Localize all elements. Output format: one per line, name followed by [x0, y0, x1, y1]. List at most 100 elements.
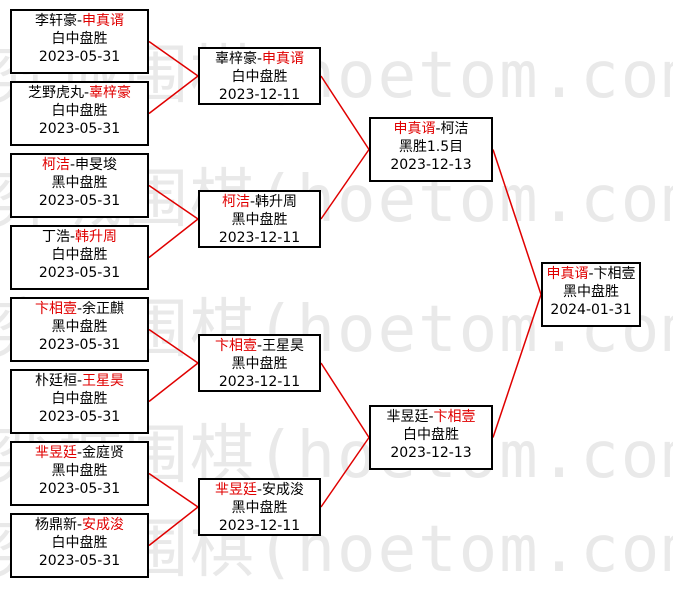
match-date: 2023-12-11: [218, 230, 301, 246]
match-date: 2024-01-31: [550, 302, 632, 318]
player-1: 芈昱廷: [34, 445, 77, 461]
match-result: 白中盘胜: [403, 427, 459, 443]
match-players: 杨鼎新-安成浚: [12, 516, 147, 534]
player-2: 王星昊: [82, 373, 125, 389]
player-2: 金庭贤: [82, 445, 125, 461]
player-separator: -: [428, 409, 434, 425]
match-date: 2023-12-13: [390, 445, 472, 461]
connector-line: [148, 40, 199, 77]
player-separator: -: [435, 121, 441, 137]
player-2: 申真谞: [262, 51, 305, 67]
match-players: 芈昱廷-金庭贤: [12, 444, 147, 462]
match-date: 2023-05-31: [38, 121, 121, 137]
match-r1-4: 丁浩-韩升周白中盘胜 2023-05-31: [10, 225, 149, 290]
match-result: 白中盘胜: [51, 31, 108, 47]
match-date: 2023-05-31: [38, 553, 121, 569]
player-separator: -: [76, 13, 83, 29]
connector-line: [320, 362, 370, 438]
match-result: 黑中盘胜: [231, 356, 288, 372]
player-2: 柯洁: [440, 121, 469, 137]
match-players: 芈昱廷-安成浚: [200, 481, 319, 499]
player-2: 安成浚: [262, 482, 305, 498]
player-1: 柯洁: [41, 157, 70, 173]
player-2: 卞相壹: [433, 409, 476, 425]
match-date: 2023-12-11: [218, 518, 301, 534]
match-players: 柯洁-申旻埈: [12, 156, 147, 174]
match-date: 2023-05-31: [38, 481, 121, 497]
match-players: 卞相壹-余正麒: [12, 300, 147, 318]
connector-line: [492, 294, 542, 438]
match-players: 芈昱廷-卞相壹: [371, 408, 491, 426]
match-result: 黑中盘胜: [231, 500, 288, 516]
match-players: 朴廷桓-王星昊: [12, 372, 147, 390]
player-1: 芈昱廷: [386, 409, 429, 425]
player-separator: -: [256, 51, 263, 67]
match-result: 黑中盘胜: [231, 212, 288, 228]
match-result: 白中盘胜: [51, 247, 108, 263]
player-2: 卞相壹: [593, 266, 636, 282]
player-1: 柯洁: [221, 194, 250, 210]
connector-line: [148, 362, 199, 403]
connector-line: [148, 75, 199, 115]
player-1: 杨鼎新: [34, 517, 77, 533]
match-result: 黑中盘胜: [51, 175, 108, 191]
match-date: 2023-12-11: [218, 374, 301, 390]
match-date: 2023-05-31: [38, 193, 121, 209]
player-separator: -: [76, 517, 83, 533]
match-date: 2023-05-31: [38, 409, 121, 425]
player-2: 辜梓豪: [89, 85, 132, 101]
player-2: 王星昊: [262, 338, 305, 354]
connector-line: [148, 472, 199, 508]
match-r2-3: 卞相壹-王星昊黑中盘胜 2023-12-11: [198, 334, 321, 392]
match-result: 白中盘胜: [51, 535, 108, 551]
connector-line: [320, 437, 370, 508]
player-separator: -: [256, 338, 263, 354]
connector-line: [320, 75, 370, 150]
player-separator: -: [69, 157, 76, 173]
match-date: 2023-05-31: [38, 265, 121, 281]
match-date: 2023-05-31: [38, 337, 121, 353]
player-2: 韩升周: [255, 194, 298, 210]
player-separator: -: [76, 373, 83, 389]
player-separator: -: [76, 301, 83, 317]
match-players: 芝野虎丸-辜梓豪: [12, 84, 147, 102]
match-result: 黑中盘胜: [563, 284, 619, 300]
connector-line: [492, 149, 542, 295]
match-players: 李轩豪-申真谞: [12, 12, 147, 30]
player-separator: -: [69, 229, 76, 245]
match-result: 黑中盘胜: [51, 319, 108, 335]
player-2: 余正麒: [82, 301, 125, 317]
player-2: 安成浚: [82, 517, 125, 533]
match-r1-2: 芝野虎丸-辜梓豪白中盘胜 2023-05-31: [10, 81, 149, 146]
player-2: 申旻埈: [75, 157, 118, 173]
match-result: 白中盘胜: [231, 69, 288, 85]
match-players: 申真谞-柯洁: [371, 120, 491, 138]
match-r2-2: 柯洁-韩升周黑中盘胜 2023-12-11: [198, 190, 321, 248]
match-players: 卞相壹-王星昊: [200, 337, 319, 355]
player-1: 卞相壹: [34, 301, 77, 317]
match-date: 2023-12-13: [390, 157, 472, 173]
match-result: 白中盘胜: [51, 103, 108, 119]
connector-line: [148, 218, 199, 259]
player-1: 芈昱廷: [214, 482, 257, 498]
player-separator: -: [76, 445, 83, 461]
connector-line: [148, 506, 199, 547]
player-2: 韩升周: [75, 229, 118, 245]
match-players: 柯洁-韩升周: [200, 193, 319, 211]
player-2: 申真谞: [82, 13, 125, 29]
match-r1-6: 朴廷桓-王星昊白中盘胜 2023-05-31: [10, 369, 149, 434]
match-result: 白中盘胜: [51, 391, 108, 407]
connector-line: [148, 184, 199, 220]
connector-line: [148, 328, 199, 364]
match-players: 丁浩-韩升周: [12, 228, 147, 246]
match-players: 辜梓豪-申真谞: [200, 50, 319, 68]
